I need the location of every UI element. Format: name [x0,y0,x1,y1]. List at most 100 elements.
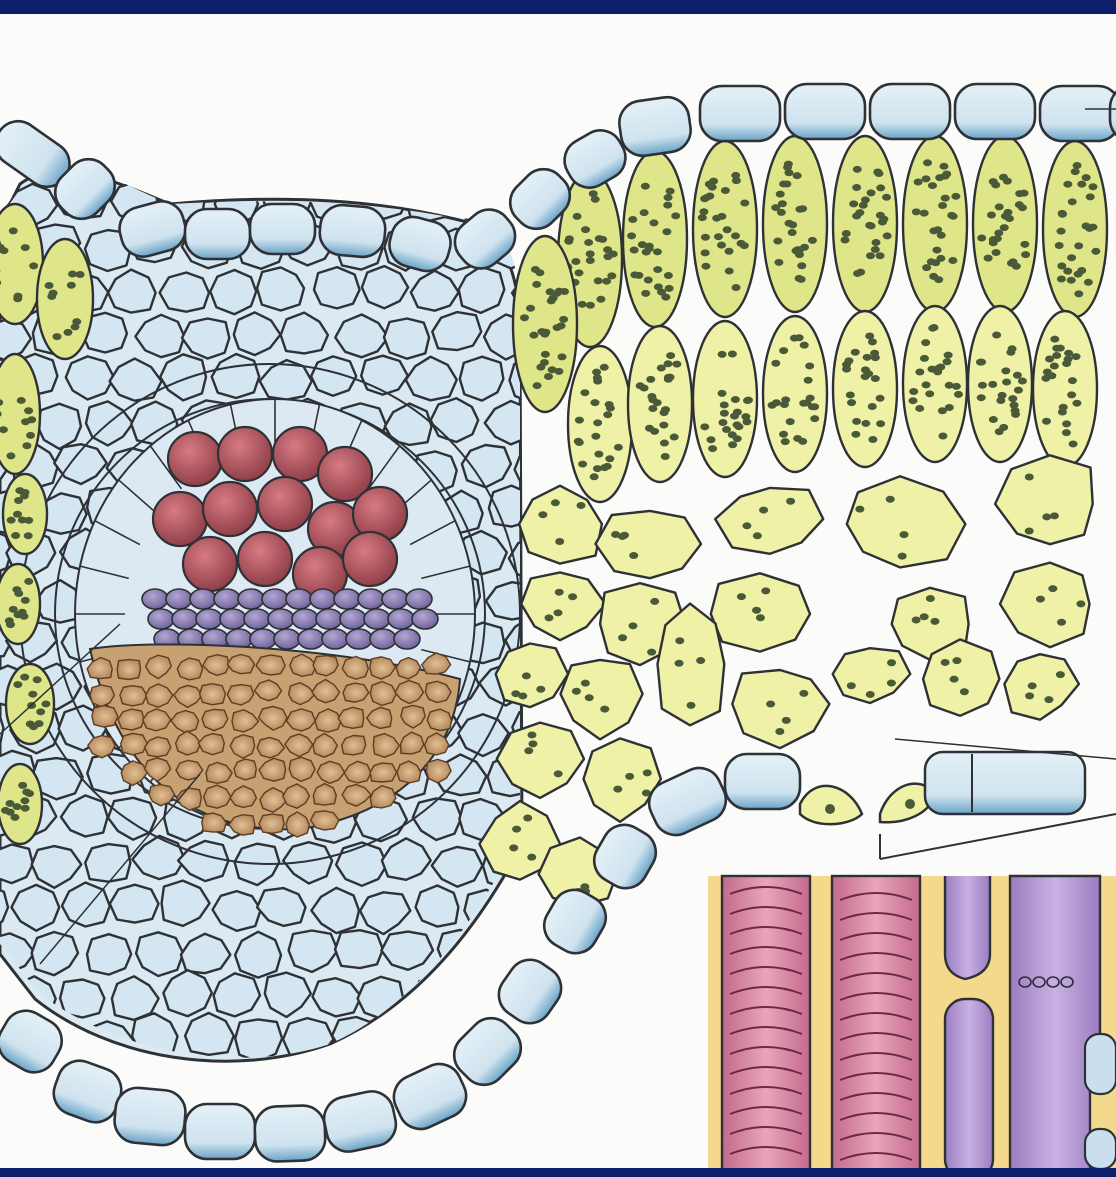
phloem-cell [289,757,315,781]
chloroplast [920,613,929,620]
chloroplast [1008,345,1017,352]
chloroplast [1074,242,1083,249]
chloroplast [600,364,609,371]
chloroplast [766,701,775,708]
chloroplast [725,248,734,255]
parenchyma-cell [87,934,131,974]
chloroplast [12,586,21,593]
cambium-cell [322,629,348,649]
chloroplast [992,332,1001,339]
chloroplast [737,593,746,600]
chloroplast [928,182,937,189]
chloroplast [13,681,22,688]
chloroplast [882,194,891,201]
chloroplast [853,166,862,173]
chloroplast [1058,211,1067,218]
chloroplast [783,164,792,171]
chloroplast [859,202,868,209]
chloroplast [660,440,669,447]
chloroplast [920,210,929,217]
chloroplast [978,382,987,389]
chloroplast [1042,418,1051,425]
chloroplast [18,516,27,523]
chloroplast [594,451,603,458]
chloroplast [527,854,536,861]
chloroplast [520,314,529,321]
chloroplast [871,246,880,253]
cambium-cell [340,609,366,629]
epidermis-cell [785,84,865,139]
chloroplast [714,233,723,240]
chloroplast [861,420,870,427]
chloroplast [773,238,782,245]
chloroplast [717,242,726,249]
cambium-cell [142,589,168,609]
chloroplast [28,691,37,698]
chloroplast [808,237,817,244]
chloroplast [932,247,941,254]
chloroplast [24,407,33,414]
chloroplast [1048,585,1057,592]
chloroplast [878,219,887,226]
chloroplast [732,284,741,291]
xylem-vessel [258,477,312,531]
chloroplast [1015,201,1024,208]
chloroplast [1025,692,1034,699]
chloroplast [664,360,673,367]
chloroplast [728,441,737,448]
chloroplast [641,290,650,297]
epidermis-cell [318,203,387,258]
chloroplast [988,381,997,388]
chloroplast [663,202,672,209]
chloroplast [999,174,1008,181]
spongy-cell [711,573,810,651]
chloroplast [876,420,885,427]
chloroplast [661,453,670,460]
chloroplast [984,255,993,262]
phloem-cell [121,733,148,755]
chloroplast [21,489,30,496]
chloroplast [20,674,29,681]
phloem-cell [200,684,226,705]
parenchyma-cell [110,885,159,923]
chloroplast [1077,181,1086,188]
phloem-cell [315,709,341,732]
chloroplast [863,354,872,361]
mesophyll-cell [3,474,47,554]
chloroplast [664,272,673,279]
chloroplast [523,815,532,822]
cambium-cell [364,609,390,629]
cambium-cell [334,589,360,609]
chloroplast [41,700,50,707]
phloem-cell [311,811,339,830]
chloroplast [852,184,861,191]
chloroplast [586,302,595,309]
chloroplast [804,377,813,384]
palisade-cell [903,136,967,312]
chloroplast [27,416,36,423]
chloroplast [718,390,727,397]
chloroplast [731,232,740,239]
chloroplast [1064,356,1073,363]
chloroplast [706,436,715,443]
chloroplast [752,607,761,614]
chloroplast [847,682,856,689]
chloroplast [664,194,673,201]
epidermis-cell [250,204,315,254]
chloroplast [740,242,749,249]
chloroplast [851,349,860,356]
chloroplast [553,609,562,616]
parenchyma-cell [160,273,209,312]
chloroplast [795,206,804,213]
chloroplast [1,807,10,814]
chloroplast [36,708,45,715]
chloroplast [47,293,56,300]
chloroplast [922,175,931,182]
chloroplast [577,502,586,509]
chloroplast [18,609,27,616]
chloroplast [705,192,714,199]
palisade-cell [1033,311,1097,467]
epidermis-cell [113,1086,188,1147]
epidermis-cell [617,94,694,158]
cambium-cell [172,609,198,629]
